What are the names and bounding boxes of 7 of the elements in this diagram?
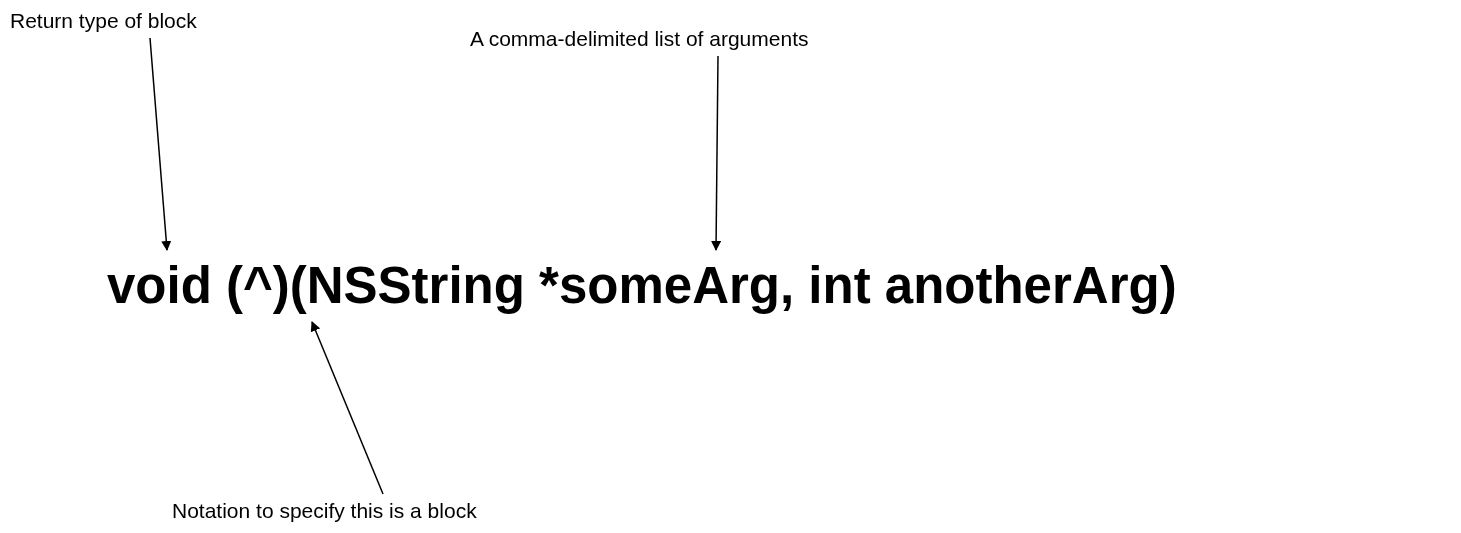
annotation-text: Notation to specify this is a block (172, 498, 477, 524)
leader-arrow (149, 37, 172, 251)
annotation-text: A comma-delimited list of arguments (470, 26, 809, 52)
code-signature: void (^)(NSString *someArg, int anotherArg) (107, 254, 1177, 318)
leader-arrow (711, 55, 722, 251)
annotation-text: Return type of block (10, 8, 197, 34)
leader-arrow (310, 321, 384, 495)
